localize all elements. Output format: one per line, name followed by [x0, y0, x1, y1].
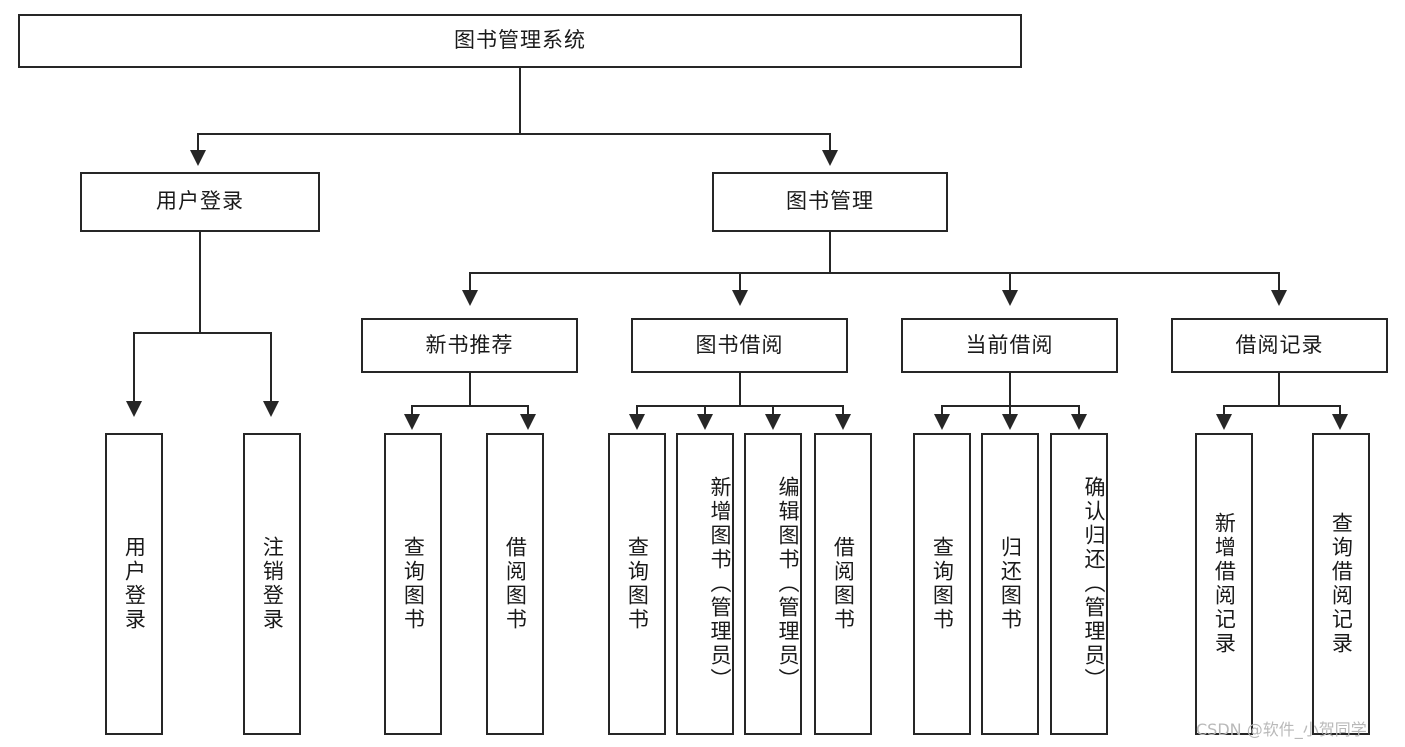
node-leaf-borrow-book-2[interactable]: 借阅图书: [814, 433, 872, 735]
node-leaf-return-book[interactable]: 归还图书: [981, 433, 1039, 735]
arrowhead-current-borrow: [1002, 290, 1018, 306]
node-borrow-record[interactable]: 借阅记录: [1171, 318, 1388, 373]
arrowhead-leaf-user-logout: [263, 401, 279, 417]
connector-bm-drop-3: [1009, 272, 1011, 292]
node-label: 归还图书: [998, 536, 1023, 632]
connector-nbr-bus: [411, 405, 529, 407]
connector-book-management-stem: [829, 232, 831, 273]
node-book-borrow[interactable]: 图书借阅: [631, 318, 848, 373]
node-label: 借阅图书: [831, 536, 856, 632]
arrowhead-leaf-borrow-book-2: [835, 414, 851, 430]
connector-br-bus: [1223, 405, 1341, 407]
arrowhead-borrow-record: [1271, 290, 1287, 306]
connector-nbr-drop-1: [411, 405, 413, 417]
connector-root-stem: [519, 68, 521, 134]
arrowhead-leaf-query-book-1: [404, 414, 420, 430]
node-leaf-user-login[interactable]: 用户登录: [105, 433, 163, 735]
arrowhead-new-book-recommend: [462, 290, 478, 306]
node-leaf-edit-book[interactable]: 编辑图书（管理员）: [744, 433, 802, 735]
arrowhead-user-login: [190, 150, 206, 166]
node-leaf-add-record[interactable]: 新增借阅记录: [1195, 433, 1253, 735]
connector-book-management-bus: [469, 272, 1280, 274]
arrowhead-leaf-add-record: [1216, 414, 1232, 430]
node-label: 用户登录: [122, 536, 147, 632]
node-label: 用户登录: [156, 189, 244, 214]
node-label: 图书借阅: [695, 332, 784, 357]
arrowhead-leaf-user-login: [126, 401, 142, 417]
node-label: 查询图书: [401, 536, 426, 632]
node-leaf-query-record[interactable]: 查询借阅记录: [1312, 433, 1370, 735]
node-leaf-add-book[interactable]: 新增图书（管理员）: [676, 433, 734, 735]
node-label: 借阅图书: [503, 536, 528, 632]
connector-user-login-stem: [199, 232, 201, 333]
node-user-login[interactable]: 用户登录: [80, 172, 320, 232]
arrowhead-leaf-confirm-return: [1071, 414, 1087, 430]
node-label: 新增图书（管理员）: [708, 476, 732, 692]
arrowhead-leaf-return-book: [1002, 414, 1018, 430]
node-leaf-confirm-return[interactable]: 确认归还（管理员）: [1050, 433, 1108, 735]
node-leaf-query-book-1[interactable]: 查询图书: [384, 433, 442, 735]
node-label: 查询图书: [625, 536, 650, 632]
node-label: 图书管理系统: [454, 28, 586, 53]
node-leaf-query-book-2[interactable]: 查询图书: [608, 433, 666, 735]
csdn-watermark: CSDN @软件_小贺同学: [1196, 720, 1367, 739]
connector-nbr-drop-2: [527, 405, 529, 417]
connector-cb-drop-1: [941, 405, 943, 417]
connector-user-login-drop-1: [133, 332, 135, 404]
node-label: 借阅记录: [1235, 332, 1324, 357]
node-leaf-user-logout[interactable]: 注销登录: [243, 433, 301, 735]
node-book-management[interactable]: 图书管理: [712, 172, 948, 232]
connector-user-login-drop-2: [270, 332, 272, 404]
connector-bb-drop-2: [704, 405, 706, 417]
connector-root-to-user-login: [197, 133, 199, 153]
node-book-management-system[interactable]: 图书管理系统: [18, 14, 1022, 68]
node-label: 新增借阅记录: [1212, 512, 1237, 656]
connector-cb-drop-3: [1078, 405, 1080, 417]
connector-bm-drop-1: [469, 272, 471, 292]
connector-bb-drop-4: [842, 405, 844, 417]
node-label: 当前借阅: [965, 332, 1054, 357]
arrowhead-leaf-add-book: [697, 414, 713, 430]
arrowhead-leaf-borrow-book-1: [520, 414, 536, 430]
arrowhead-book-borrow: [732, 290, 748, 306]
node-current-borrow[interactable]: 当前借阅: [901, 318, 1118, 373]
connector-bb-drop-3: [772, 405, 774, 417]
connector-bm-drop-4: [1278, 272, 1280, 292]
arrowhead-leaf-edit-book: [765, 414, 781, 430]
arrowhead-leaf-query-book-3: [934, 414, 950, 430]
connector-br-drop-1: [1223, 405, 1225, 417]
connector-cb-stem: [1009, 373, 1011, 407]
arrowhead-book-management: [822, 150, 838, 166]
node-new-book-recommend[interactable]: 新书推荐: [361, 318, 578, 373]
node-leaf-borrow-book-1[interactable]: 借阅图书: [486, 433, 544, 735]
node-label: 查询图书: [930, 536, 955, 632]
node-label: 图书管理: [786, 189, 874, 214]
connector-bb-stem: [739, 373, 741, 407]
node-label: 新书推荐: [425, 332, 514, 357]
connector-bb-drop-1: [636, 405, 638, 417]
connector-user-login-bus: [133, 332, 271, 334]
node-label: 注销登录: [260, 536, 285, 632]
connector-br-stem: [1278, 373, 1280, 407]
node-leaf-query-book-3[interactable]: 查询图书: [913, 433, 971, 735]
connector-root-bus: [197, 133, 831, 135]
connector-cb-drop-2: [1009, 405, 1011, 417]
connector-bm-drop-2: [739, 272, 741, 292]
node-label: 编辑图书（管理员）: [776, 476, 800, 692]
connector-bb-bus: [636, 405, 844, 407]
arrowhead-leaf-query-book-2: [629, 414, 645, 430]
node-label: 查询借阅记录: [1329, 512, 1354, 656]
arrowhead-leaf-query-record: [1332, 414, 1348, 430]
node-label: 确认归还（管理员）: [1082, 476, 1106, 692]
connector-br-drop-2: [1339, 405, 1341, 417]
connector-nbr-stem: [469, 373, 471, 407]
connector-root-to-book-management: [829, 133, 831, 153]
